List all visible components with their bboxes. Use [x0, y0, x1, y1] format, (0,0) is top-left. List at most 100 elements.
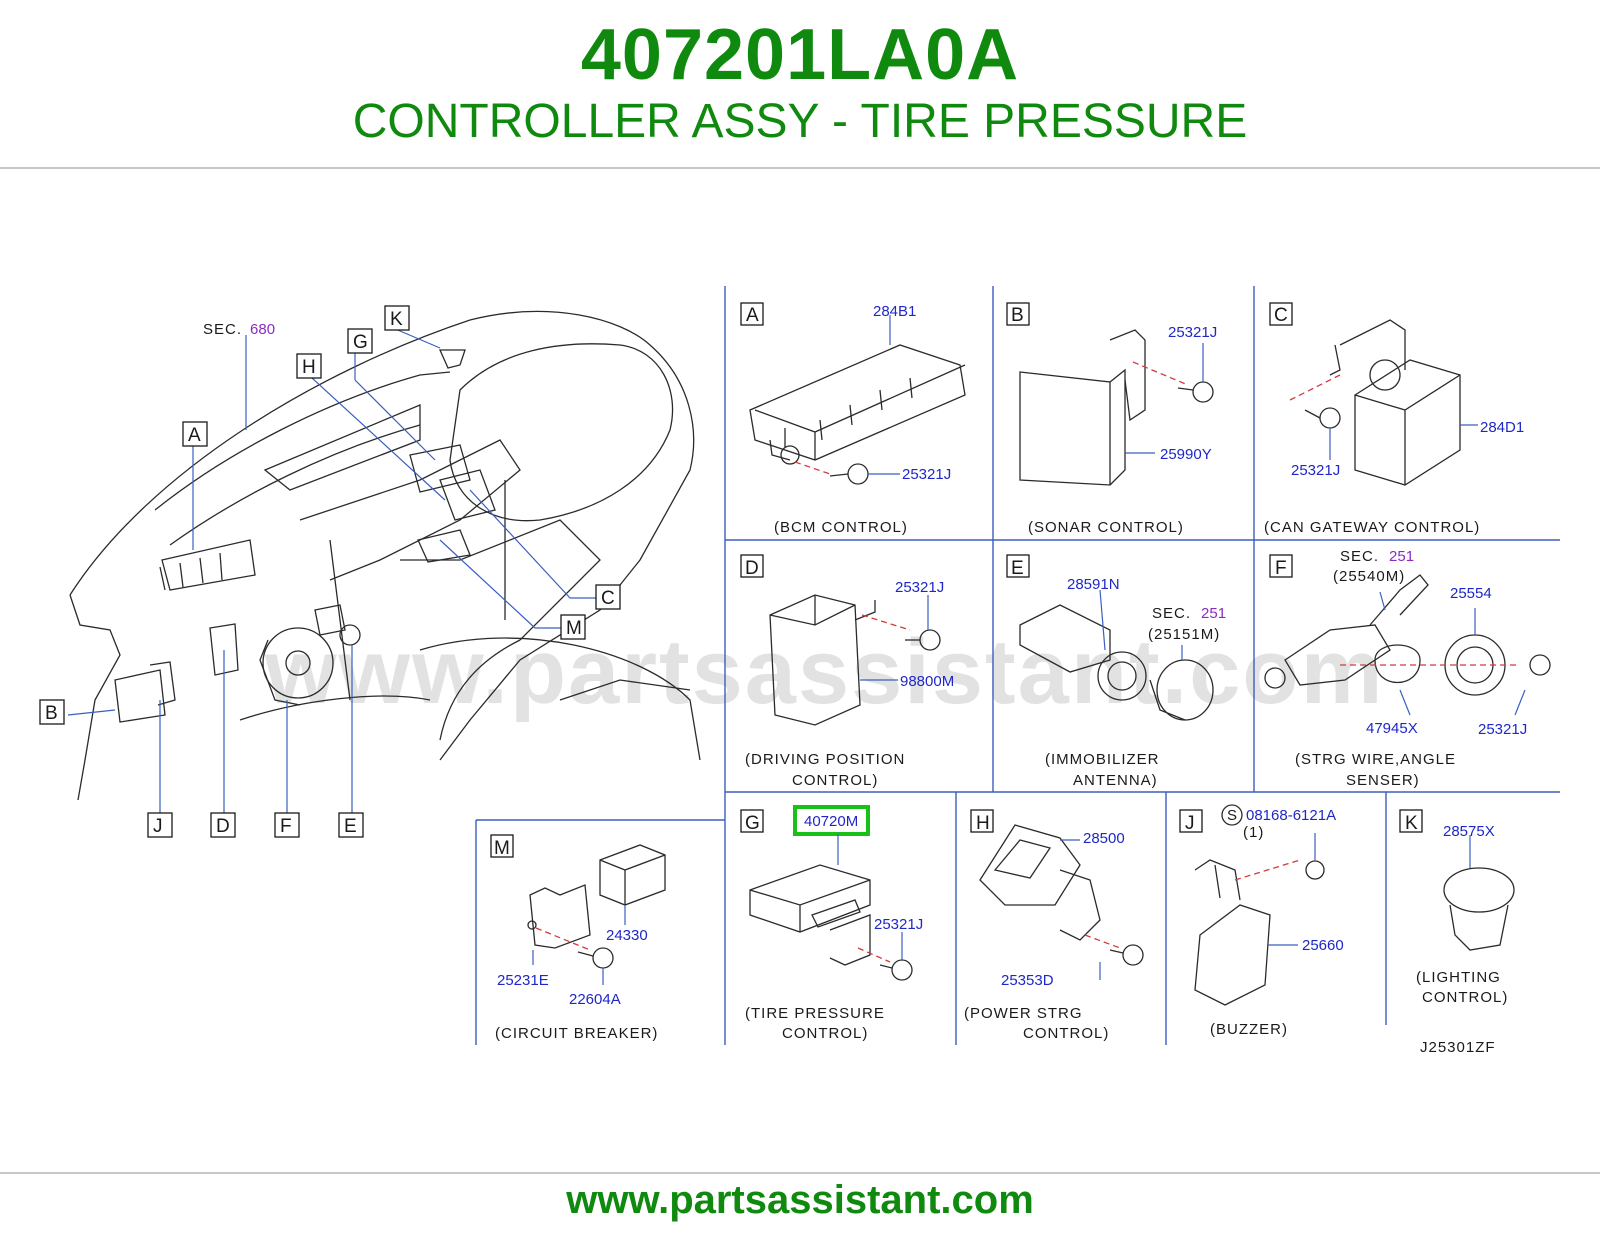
- part-number-label: 25353D: [1001, 972, 1054, 989]
- s-mark: S: [1227, 807, 1238, 824]
- panel-letter-box: [740, 302, 764, 326]
- panel-b: B 25321J 25990Y (SONAR CONTROL): [1006, 302, 1217, 536]
- diagram-code: J25301ZF: [1420, 1039, 1496, 1056]
- part-number-label: 25321J: [1291, 462, 1340, 479]
- callout-box: [560, 614, 586, 640]
- panel-caption: (BUZZER): [1210, 1021, 1288, 1038]
- callout-letter: A: [188, 425, 201, 446]
- panel-letter: J: [1185, 813, 1195, 834]
- callout-letter: B: [45, 703, 58, 724]
- panel-g: G 40720M 25321J (TIRE PRESSURE CONTROL): [740, 805, 923, 1042]
- panel-letter: E: [1011, 558, 1024, 579]
- panel-caption: CONTROL): [792, 772, 878, 789]
- callout-letter: C: [601, 588, 615, 609]
- part-number-label: 25321J: [1168, 324, 1217, 341]
- callout-box: [210, 812, 236, 838]
- part-number-label: 25321J: [874, 916, 923, 933]
- highlighted-part-box: [793, 805, 870, 836]
- panel-caption: SENSER): [1346, 772, 1420, 789]
- panel-k: K 28575X (LIGHTING CONTROL): [1399, 809, 1515, 1006]
- panel-letter: F: [1275, 558, 1287, 579]
- panel-caption: (CAN GATEWAY CONTROL): [1264, 519, 1480, 536]
- part-name-subtitle: CONTROLLER ASSY - TIRE PRESSURE: [352, 95, 1248, 148]
- footer-divider: [0, 1172, 1600, 1174]
- panel-caption: (IMMOBILIZER: [1045, 751, 1160, 768]
- panel-caption: CONTROL): [782, 1025, 868, 1042]
- part-number-label: 284B1: [873, 303, 916, 320]
- panel-caption: CONTROL): [1422, 989, 1508, 1006]
- part-number-label: 25321J: [895, 579, 944, 596]
- panel-letter: M: [494, 838, 510, 859]
- part-number-label: 25321J: [1478, 721, 1527, 738]
- callout-box: [384, 305, 410, 331]
- part-number-label: 08168-6121A: [1246, 807, 1336, 824]
- panel-caption: CONTROL): [1023, 1025, 1109, 1042]
- panel-letter: C: [1274, 305, 1288, 326]
- callout-letter: K: [390, 309, 403, 330]
- panel-c: C 284D1 25321J (CAN GATEWAY CONTROL): [1264, 302, 1524, 536]
- callout-letter: M: [566, 618, 582, 639]
- callout-box: [347, 328, 373, 354]
- part-number-label: 25231E: [497, 972, 549, 989]
- callout-box: [296, 353, 322, 379]
- panel-letter: H: [976, 813, 990, 834]
- panel-letter: D: [745, 558, 759, 579]
- panel-caption: (TIRE PRESSURE: [745, 1005, 885, 1022]
- panel-caption: ANTENNA): [1073, 772, 1158, 789]
- panel-letter: K: [1405, 813, 1418, 834]
- dashboard-overview: [69, 310, 701, 801]
- callout-box: [595, 584, 621, 610]
- callout-letter: E: [344, 816, 357, 837]
- panel-caption: (POWER STRG: [964, 1005, 1083, 1022]
- part-number-label: 47945X: [1366, 720, 1418, 737]
- footer-url[interactable]: www.partsassistant.com: [566, 1178, 1034, 1222]
- part-number-label: 28500: [1083, 830, 1125, 847]
- callout-letter: H: [302, 357, 316, 378]
- part-number-label: 28591N: [1067, 576, 1120, 593]
- sec-label: SEC.251: [1152, 605, 1226, 622]
- part-number-label: 25321J: [902, 466, 951, 483]
- part-number-label: 25990Y: [1160, 446, 1212, 463]
- header-divider: [0, 167, 1600, 169]
- part-number-label: 98800M: [900, 673, 954, 690]
- sec-part-label: (25540M): [1333, 568, 1405, 585]
- panel-caption: (STRG WIRE,ANGLE: [1295, 751, 1456, 768]
- part-number-label: 25660: [1302, 937, 1344, 954]
- callout-box: [182, 421, 208, 447]
- overview-sec-label: SEC.680: [203, 321, 275, 338]
- overview-leaders: [67, 327, 600, 815]
- sec-part-label: (25151M): [1148, 626, 1220, 643]
- callout-letter: D: [216, 816, 230, 837]
- sec-label: SEC.251: [1340, 548, 1414, 565]
- highlighted-part-number: 40720M: [804, 813, 858, 830]
- callout-box: [274, 812, 300, 838]
- panel-caption: (LIGHTING: [1416, 969, 1501, 986]
- callout-letter: F: [280, 816, 292, 837]
- callout-box: [39, 699, 65, 725]
- panel-caption: (BCM CONTROL): [774, 519, 908, 536]
- panel-m: M 24330 25231E 22604A (CIRCUIT BREAKER): [490, 834, 666, 1042]
- part-number-label: 24330: [606, 927, 648, 944]
- panel-d: D 25321J 98800M (DRIVING POSITION CONTRO…: [740, 554, 954, 789]
- callout-letter: G: [353, 332, 368, 353]
- part-number-title: 407201LA0A: [580, 15, 1020, 95]
- quantity-label: (1): [1243, 824, 1264, 841]
- panel-caption: (SONAR CONTROL): [1028, 519, 1184, 536]
- panel-j: J S 08168-6121A (1) 25660 (BUZZER): [1179, 804, 1344, 1038]
- part-number-label: 25554: [1450, 585, 1492, 602]
- part-number-label: 284D1: [1480, 419, 1524, 436]
- panel-letter: G: [745, 813, 760, 834]
- callout-box: [338, 812, 364, 838]
- panel-e: E 28591N SEC.251 (25151M) (IMMOBILIZER A…: [1006, 554, 1226, 789]
- panel-grid: [475, 286, 1560, 1045]
- panel-f: F SEC.251 (25540M) 25554 47945X 25321J (…: [1264, 548, 1551, 789]
- panel-caption: (DRIVING POSITION: [745, 751, 905, 768]
- panel-a: A 284B1 25321J (BCM CONTROL): [740, 302, 966, 536]
- callout-box: [147, 812, 173, 838]
- callout-letter: J: [153, 816, 163, 837]
- part-number-label: 22604A: [569, 991, 621, 1008]
- overview-callouts: K G H A CM B J D F E: [39, 305, 621, 838]
- part-number-label: 28575X: [1443, 823, 1495, 840]
- panel-letter: B: [1011, 305, 1024, 326]
